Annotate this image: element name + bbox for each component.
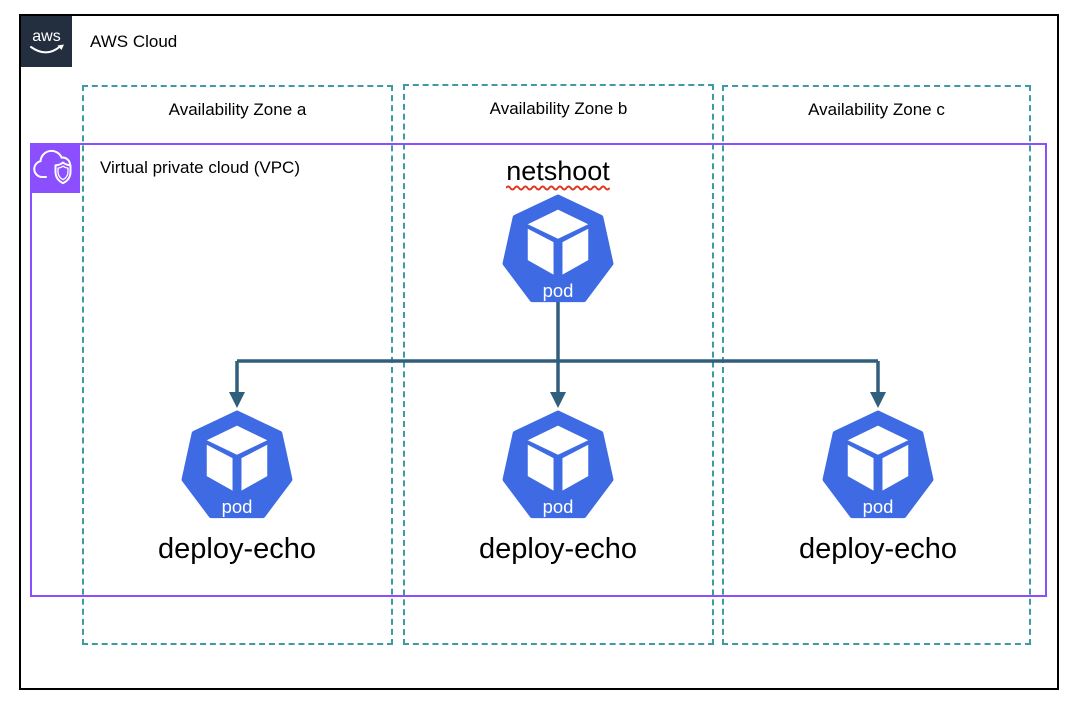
deploy-echo-pod-icon-a: pod <box>181 410 293 519</box>
aws-cloud-box <box>19 14 1059 690</box>
netshoot-label: netshoot <box>506 156 610 191</box>
availability-zone-b-label: Availability Zone b <box>489 99 628 118</box>
netshoot-pod-group: netshoot <box>438 156 678 191</box>
deploy-echo-pod-icon-b: pod <box>502 410 614 519</box>
cube-glyph <box>847 425 909 491</box>
pod-icon-label: pod <box>543 280 574 301</box>
pod-icon-label: pod <box>863 496 894 517</box>
vpc-box <box>30 143 1047 597</box>
aws-logo-icon: aws <box>21 16 72 67</box>
spellcheck-squiggle-icon <box>506 185 610 191</box>
availability-zone-c-label: Availability Zone c <box>808 100 945 119</box>
pod-icon-label: pod <box>543 496 574 517</box>
deploy-echo-pod-icon-c: pod <box>822 410 934 519</box>
vpc-icon <box>30 143 80 193</box>
availability-zone-a-label: Availability Zone a <box>168 100 307 119</box>
deploy-echo-label-a: deploy-echo <box>158 533 316 565</box>
cube-glyph <box>206 425 268 491</box>
deploy-echo-label-b: deploy-echo <box>479 533 637 565</box>
aws-logo-text: aws <box>32 28 60 45</box>
cube-glyph <box>527 425 589 491</box>
deploy-echo-label-c: deploy-echo <box>799 533 957 565</box>
netshoot-pod-icon: pod <box>502 194 614 303</box>
pod-icon-label: pod <box>222 496 253 517</box>
aws-cloud-title: AWS Cloud <box>90 32 178 51</box>
netshoot-label-text: netshoot <box>506 156 610 186</box>
vpc-label: Virtual private cloud (VPC) <box>100 158 300 177</box>
